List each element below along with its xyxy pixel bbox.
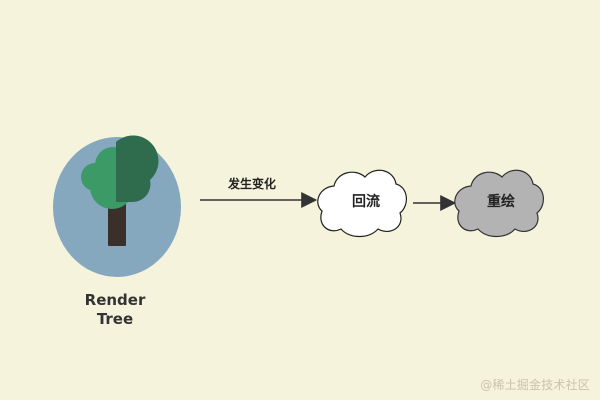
repaint-node: 重绘 <box>454 169 544 238</box>
repaint-label: 重绘 <box>487 193 515 210</box>
change-edge: 发生变化 <box>200 176 318 208</box>
render-tree-node <box>53 135 181 277</box>
render-tree-label-line-2: Tree <box>96 310 134 328</box>
render-tree-label-line-1: Render <box>84 291 146 309</box>
render-tree-label: Render Tree <box>55 291 175 329</box>
reflow-node: 回流 <box>317 169 407 238</box>
repaint-cloud-icon <box>454 169 544 238</box>
reflow-cloud-icon <box>317 169 407 238</box>
tree-foliage-shadow <box>116 135 159 203</box>
tree-icon <box>81 135 159 246</box>
change-label: 发生变化 <box>227 176 276 191</box>
watermark-text: @稀土掘金技术社区 <box>480 378 590 392</box>
reflow-label: 回流 <box>352 193 380 210</box>
